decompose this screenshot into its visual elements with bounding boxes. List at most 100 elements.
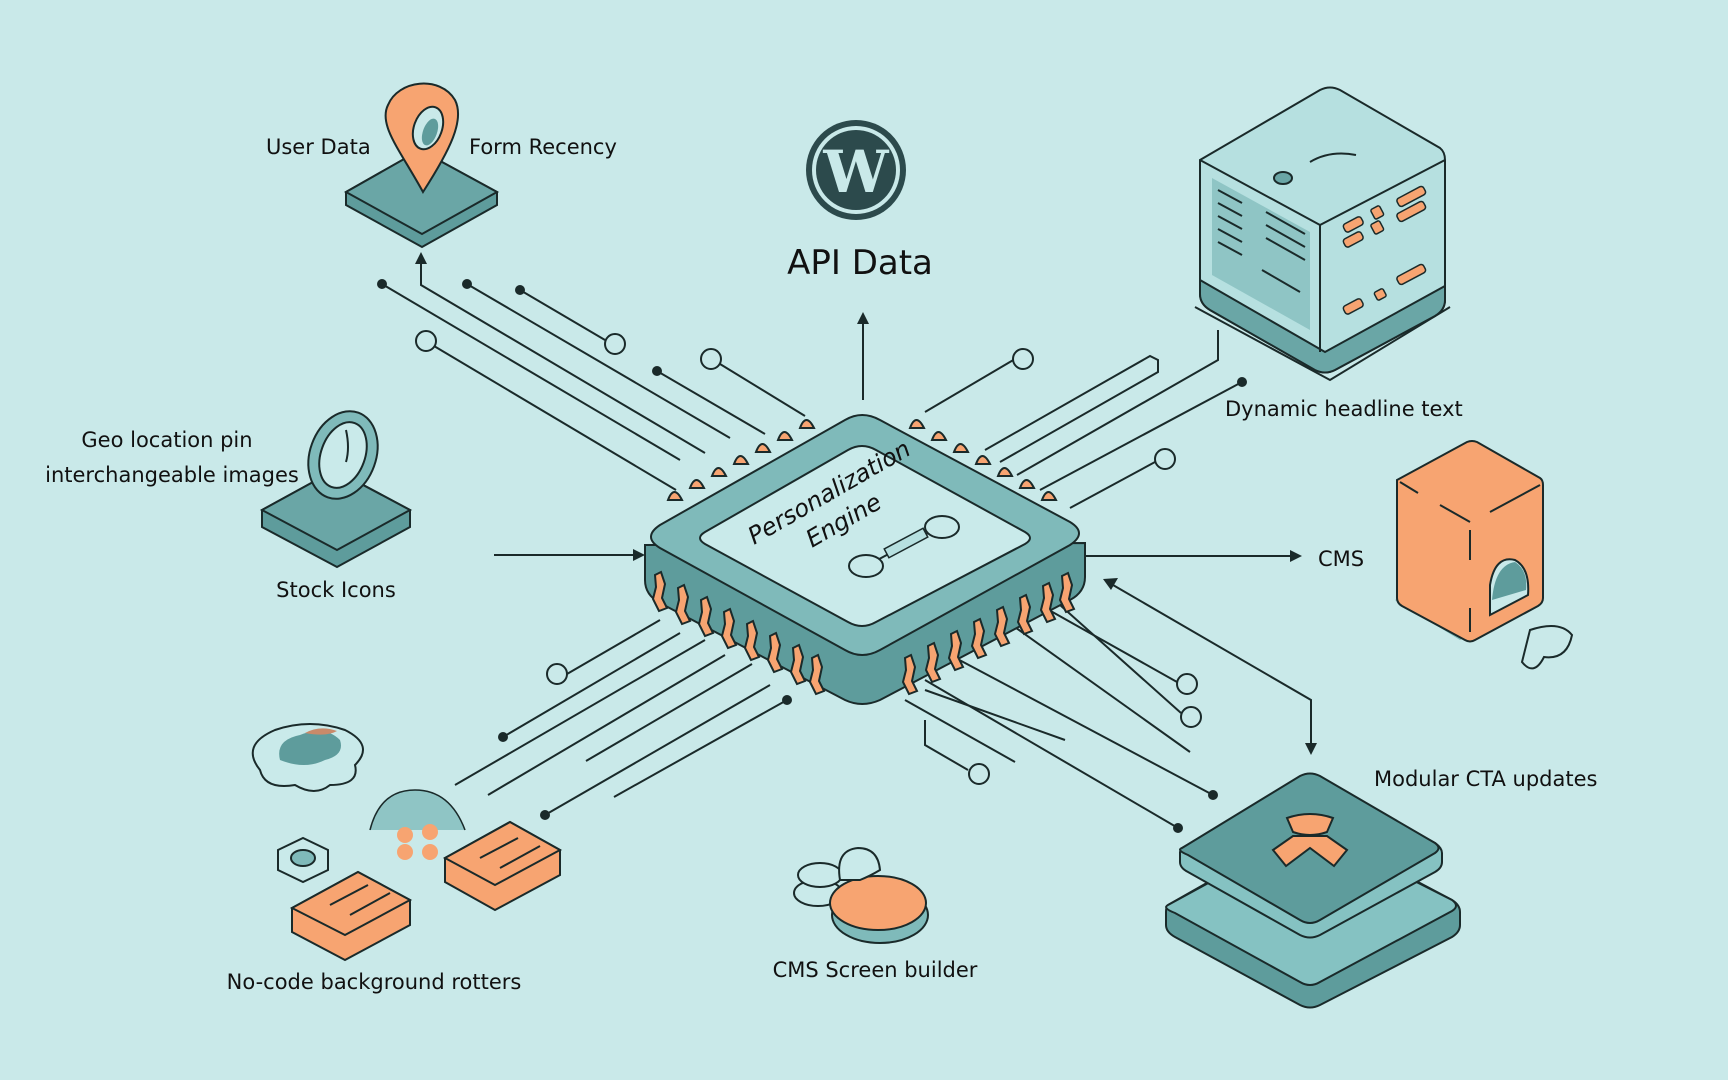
form-recency-label: Form Recency [469,135,617,159]
wp-inner [816,130,896,210]
node-cms-screen-builder[interactable]: CMS Screen builder [773,846,978,982]
arch-figure [369,789,466,831]
chip-pins-top [666,419,1058,501]
wire [1004,619,1191,753]
arrow-head-down [1305,743,1317,755]
ring-icon [307,410,379,500]
api-data-label: API Data [787,243,933,283]
wire [719,363,806,417]
wire-to-server [1016,330,1219,476]
ring-inner [318,421,368,489]
server-cube-icon [1199,86,1446,374]
wire [1039,381,1243,491]
wire [502,632,681,738]
wire [656,370,766,435]
wire-terminal-dot [377,279,387,289]
wire-terminal-open [1154,448,1176,470]
wire [1039,604,1178,683]
geo-pin-label-line2: interchangeable images [45,463,299,487]
wire-terminal-dot [782,695,792,705]
arrow-chip-to-cta [1112,584,1312,745]
user-data-label: User Data [266,135,371,159]
node-cms[interactable]: CMS [1318,440,1574,670]
dynamic-headline-label: Dynamic headline text [1225,397,1463,421]
pin-base-top [343,148,500,236]
wires-lower-right [904,578,1317,833]
arrow-head-up [857,312,869,324]
wire-terminal-open [1180,706,1202,728]
wires-upper-left [377,252,806,491]
wires-lower-left [454,619,792,820]
toggle-knob-right [924,515,960,539]
node-stock-icons[interactable]: Geo location pin interchangeable images … [45,401,413,602]
wire [949,654,1214,796]
cms-label: CMS [1318,547,1364,571]
cta-symbol-top [1285,813,1335,836]
stock-icons-label: Stock Icons [276,578,396,602]
palette-thumb [838,846,882,881]
chip-pins-front [651,570,1076,696]
node-api-data[interactable]: W API Data [787,120,933,283]
arrow-head [1103,578,1118,590]
chip-inner-panel [699,445,1031,627]
cms-screen-builder-label: CMS Screen builder [773,958,978,982]
toggle-switch-icon [848,515,960,578]
server-leds [1342,185,1427,315]
personalization-engine-chip[interactable]: Personalization Engine [644,414,1086,705]
cta-symbol-bottom [1271,835,1349,868]
wire-terminal-open [604,333,626,355]
nocode-background-label: No-code background rotters [227,970,522,994]
wire-terminal-open [700,348,722,370]
wires-upper-right [924,330,1247,509]
wire [519,289,606,341]
server-bottom-band [1199,278,1446,374]
wire-terminal-dot [462,279,472,289]
map-pin-icon [384,82,460,194]
wire-terminal-open [968,763,990,785]
wire [585,663,753,762]
node-modular-cta[interactable]: Modular CTA updates [1165,767,1597,1009]
ring-mark [345,429,349,463]
stacked-layers-icon [1165,772,1461,1009]
wire [924,720,969,771]
wire [904,699,1016,763]
server-text-lines [1217,189,1306,293]
wire-loop [984,354,1159,463]
orange-box-icon [1396,440,1544,643]
wordpress-logo-icon: W [806,120,906,220]
wire-terminal-dot [1237,377,1247,387]
palette-blob-2 [797,862,843,888]
pin-hole-inner [421,118,439,146]
wire-terminal-dot [515,285,525,295]
wire-terminal-dot [540,810,550,820]
wire-terminal-open [1176,673,1198,695]
wire-terminal-open [415,330,437,352]
wire [924,679,1179,829]
wire-terminal-dot [652,366,662,376]
wp-letter: W [822,138,889,206]
server-dot [1273,171,1293,185]
boxes-cloud-icon [251,723,563,962]
wire [381,283,681,461]
wire [433,345,677,491]
arrow-head-up [415,252,427,264]
node-dynamic-headline[interactable]: Dynamic headline text [1194,86,1463,422]
server-shadow-line [1194,306,1451,382]
server-left-panel [1212,178,1310,330]
node-nocode-background[interactable]: No-code background rotters [227,723,563,994]
palette-main [829,875,927,931]
modular-cta-label: Modular CTA updates [1374,767,1597,791]
wire-arrow-to-user-data [420,262,706,454]
wire-terminal-dot [1173,823,1183,833]
toggle-track [883,527,929,559]
wire [544,684,771,816]
wire [454,639,706,786]
wire-terminal-dot [1208,790,1218,800]
cloud-blob [279,731,341,765]
arrow-head-right [1290,550,1302,562]
wire-terminal-open [1012,348,1034,370]
server-arc [1309,152,1357,163]
wire [924,358,1016,413]
node-user-data[interactable]: User Data Form Recency [266,82,617,249]
